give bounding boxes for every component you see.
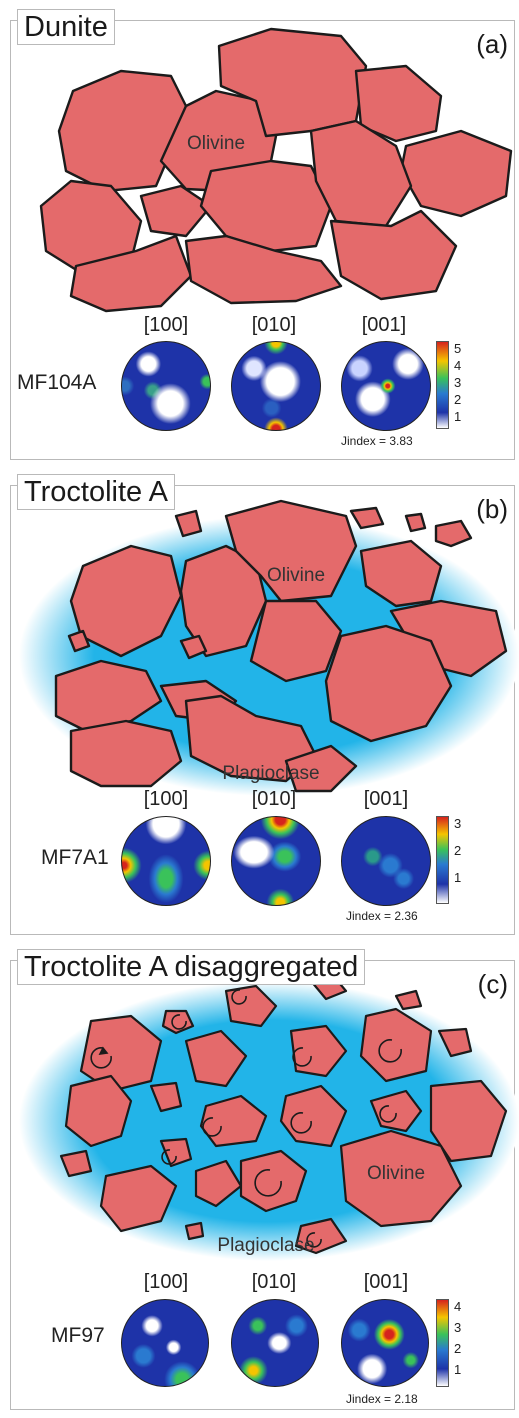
troctolite-a-sketch: Olivine Plagioclase: [19, 499, 519, 796]
olivine-grain: [329, 209, 458, 301]
troctolite-a-disaggregated-sketch: Olivine Plagioclase: [19, 977, 519, 1261]
sample-label: MF97: [51, 1324, 105, 1347]
olivine-grain: [339, 1129, 463, 1228]
panel-label: (b): [476, 494, 508, 524]
plagioclase-label: Plagioclase: [222, 763, 319, 784]
pole-figure-001: [341, 341, 431, 431]
colorbar-tick: 2: [454, 843, 462, 858]
olivine-grain: [67, 629, 91, 653]
olivine-grain: [149, 1081, 183, 1113]
colorbar-tick: 1: [454, 870, 462, 885]
olivine-grain: [349, 506, 385, 530]
olivine-grain: [184, 1221, 205, 1241]
olivine-grain: [394, 989, 423, 1011]
colorbar-tick: 3: [454, 375, 462, 390]
sample-label: MF104A: [17, 371, 97, 394]
olivine-grain: [309, 119, 413, 228]
colorbar-tick: 4: [454, 358, 462, 373]
panel-troctolite-a-disaggregated: Olivine Plagioclase Troctolite A disaggr…: [10, 949, 519, 1410]
olivine-label: Olivine: [187, 133, 245, 154]
olivine-grain: [174, 509, 203, 538]
rotation-arrow-icon: [90, 989, 402, 1248]
olivine-grain: [239, 1149, 308, 1213]
olivine-grain: [429, 1079, 508, 1163]
pole-figure-100: [121, 341, 211, 431]
colorbar: [436, 816, 449, 904]
colorbar-tick: 1: [454, 1362, 462, 1377]
axis-label: [010]: [251, 788, 297, 810]
jindex-label: Jindex = 2.18: [346, 1392, 418, 1406]
axis-label: [001]: [361, 314, 407, 336]
panel-title: Dunite: [17, 9, 115, 45]
colorbar-tick: 2: [454, 1341, 462, 1356]
olivine-grain: [64, 1074, 133, 1148]
olivine-grain: [437, 1027, 473, 1058]
panel-troctolite-a: Olivine Plagioclase Troctolite A (b) [10…: [10, 474, 519, 935]
olivine-label: Olivine: [367, 1163, 425, 1184]
jindex-label: Jindex = 2.36: [346, 909, 418, 923]
olivine-grain: [139, 184, 213, 238]
olivine-grain: [359, 1007, 433, 1083]
sample-label: MF7A1: [41, 846, 109, 869]
colorbar-tick: 1: [454, 409, 462, 424]
plagioclase-label: Plagioclase: [217, 1235, 314, 1256]
colorbar: [436, 341, 449, 429]
olivine-grain: [399, 129, 513, 218]
olivine-grain: [324, 624, 453, 743]
colorbar: [436, 1299, 449, 1387]
olivine-grain: [39, 179, 143, 278]
pole-figure-001: [341, 1299, 429, 1387]
axis-label: [001]: [363, 1271, 409, 1293]
olivine-grain: [159, 1137, 193, 1168]
olivine-grain: [161, 1009, 195, 1035]
olivine-grain: [289, 1024, 348, 1078]
olivine-grain: [249, 599, 343, 683]
pole-figure-100: [121, 816, 211, 906]
olivine-grain: [69, 544, 183, 658]
pole-figure-010: [231, 341, 321, 431]
olivine-grain: [57, 69, 188, 193]
panel-title: Troctolite A: [17, 474, 175, 510]
axis-label: [001]: [363, 788, 409, 810]
colorbar-tick: 2: [454, 392, 462, 407]
panel-dunite: Olivine Dunite (a) [100] [010] [001] MF1…: [10, 9, 515, 460]
olivine-grain: [54, 659, 163, 733]
colorbar-tick: 3: [454, 1320, 462, 1335]
pole-figure-100: [121, 1299, 209, 1387]
pole-figure-010: [231, 1299, 319, 1387]
olivine-grain: [184, 1029, 248, 1088]
axis-label: [100]: [143, 314, 189, 336]
olivine-grain: [279, 1084, 348, 1148]
olivine-label: Olivine: [267, 565, 325, 586]
olivine-grain: [224, 984, 278, 1028]
olivine-grain: [404, 512, 427, 533]
axis-label: [010]: [251, 314, 297, 336]
olivine-grain: [194, 1159, 243, 1208]
olivine-grain: [179, 634, 208, 660]
olivine-grain: [284, 744, 358, 793]
olivine-grain: [359, 539, 443, 608]
olivine-grain: [434, 519, 473, 548]
pole-figure-001: [341, 816, 431, 906]
panel-title: Troctolite A disaggregated: [17, 949, 366, 985]
olivine-grain: [59, 1149, 93, 1178]
olivine-grain: [69, 234, 193, 313]
jindex-label: Jindex = 3.83: [341, 434, 413, 448]
panel-label: (a): [476, 29, 508, 59]
olivine-grain: [69, 719, 183, 788]
pole-figure-010: [231, 816, 321, 906]
panel-label: (c): [477, 969, 508, 999]
colorbar-tick: 5: [454, 341, 462, 356]
olivine-grain: [99, 1164, 178, 1233]
dunite-grain-sketch: Olivine: [39, 27, 513, 313]
axis-label: [100]: [143, 1271, 189, 1293]
colorbar-tick: 4: [454, 1299, 462, 1314]
olivine-grain: [184, 234, 343, 305]
olivine-grain: [79, 1014, 163, 1093]
olivine-grain: [224, 499, 358, 603]
axis-label: [010]: [251, 1271, 297, 1293]
axis-label: [100]: [143, 788, 189, 810]
colorbar-tick: 3: [454, 816, 462, 831]
olivine-grain: [199, 159, 333, 253]
